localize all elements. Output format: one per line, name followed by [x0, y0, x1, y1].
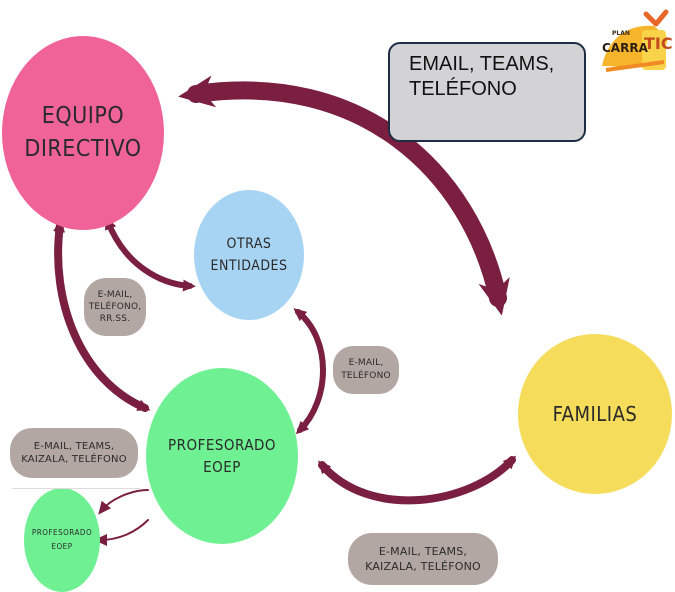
node-equipo-directivo: EQUIPO DIRECTIVO [2, 36, 164, 230]
pill-profesorado-left: E-MAIL, TEAMS, KAIZALA, TELÉFONO [10, 428, 138, 478]
arrow-equipo-otras [104, 216, 196, 292]
node-familias: FAMILIAS [518, 334, 672, 494]
plan-carratic-logo: PLAN CARRA TIC [598, 8, 674, 80]
node-profesorado-eoep: PROFESORADO EOEP [146, 368, 298, 544]
node-profesorado-eoep-small: PROFESORADO EOEP [24, 488, 100, 592]
pill-equipo-otras: E-MAIL, TELÉFONO, RR.SS. [84, 278, 146, 336]
pill-profesorado-familias: E-MAIL, TEAMS, KAIZALA, TELÉFONO [348, 533, 498, 585]
node-profesorado-eoep-small-label: PROFESORADO EOEP [31, 528, 93, 551]
arrow-profesorado-familias [318, 455, 517, 505]
arrow-small-profesorado [94, 519, 149, 546]
callout-box: EMAIL, TEAMS, TELÉFONO [388, 42, 586, 142]
arrow-otras-profesorado [293, 308, 326, 435]
logo-tic: TIC [644, 34, 673, 53]
logo-graphic [602, 9, 669, 72]
node-equipo-directivo-label: EQUIPO DIRECTIVO [24, 103, 142, 162]
arrow-equipo-profesorado [53, 219, 151, 412]
arrow-profesorado-small [98, 489, 149, 515]
node-profesorado-eoep-label: PROFESORADO EOEP [167, 436, 277, 476]
node-otras-entidades-label: OTRAS ENTIDADES [210, 236, 288, 274]
logo-plan: PLAN [612, 30, 630, 37]
node-familias-label: FAMILIAS [552, 402, 638, 426]
pill-otras-profesorado: E-MAIL, TELÉFONO [333, 346, 399, 394]
logo-carra: CARRA [602, 41, 648, 55]
divider [12, 488, 140, 489]
node-otras-entidades: OTRAS ENTIDADES [194, 190, 304, 320]
